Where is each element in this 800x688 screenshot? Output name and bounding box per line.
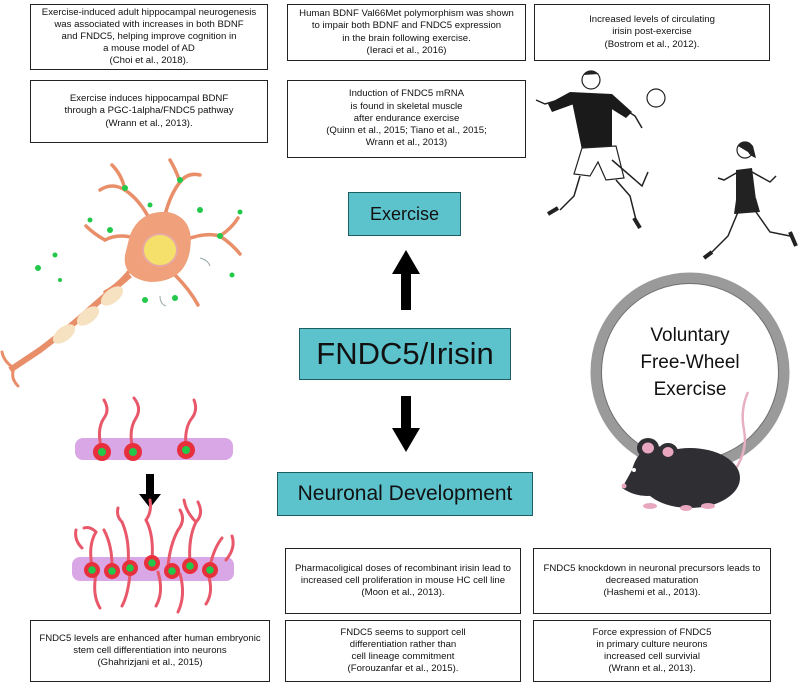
- box-line: (Moon et al., 2013).: [361, 587, 445, 599]
- box-line: (Wrann et al., 2013).: [105, 117, 193, 129]
- box-line: Exercise induces hippocampal BDNF: [69, 93, 229, 105]
- evidence-box-wrann-bdnf: Exercise induces hippocampal BDNF throug…: [30, 80, 268, 143]
- box-line: was associated with increases in both BD…: [54, 18, 244, 30]
- box-line: (Quinn et al., 2015; Tiano et al., 2015;: [326, 125, 487, 137]
- box-line: irisin post-exercise: [612, 26, 692, 38]
- box-line: in primary culture neurons: [596, 638, 708, 650]
- fndc5-irisin-box: FNDC5/Irisin: [299, 328, 511, 380]
- wheel-caption-line: Exercise: [653, 379, 727, 400]
- box-line: differentiation rather than: [349, 638, 457, 650]
- box-line: Induction of FNDC5 mRNA: [348, 88, 465, 100]
- evidence-box-muscle-mrna: Induction of FNDC5 mRNA is found in skel…: [287, 80, 526, 158]
- evidence-box-choi: Exercise-induced adult hippocampal neuro…: [30, 4, 268, 70]
- box-line: Wrann et al., 2013): [365, 137, 448, 149]
- arrow-down-icon: [392, 396, 420, 452]
- mouse-illustration: [621, 391, 750, 511]
- neuronal-development-box: Neuronal Development: [277, 472, 533, 516]
- evidence-box-bostrom: Increased levels of circulating irisin p…: [534, 4, 770, 61]
- box-line: increased cell proliferation in mouse HC…: [300, 574, 506, 586]
- box-line: (Ieraci et al., 2016): [366, 44, 447, 56]
- exercise-label: Exercise: [369, 203, 440, 224]
- box-line: cell lineage commitment: [351, 651, 455, 662]
- arrow-up-icon: [392, 250, 420, 310]
- box-line: (Wrann et al., 2013).: [608, 663, 696, 675]
- box-line: (Hashemi et al., 2013).: [603, 587, 701, 599]
- wheel-caption-line: Voluntary: [650, 325, 730, 346]
- box-line: (Choi et al., 2018).: [109, 55, 189, 67]
- evidence-box-moon: Pharmacoligical doses of recombinant iri…: [285, 548, 521, 614]
- box-line: FNDC5 seems to support cell: [340, 626, 466, 638]
- box-line: (Forouzanfar et al., 2015).: [347, 663, 459, 675]
- evidence-box-hashemi: FNDC5 knockdown in neuronal precursors l…: [533, 548, 771, 614]
- box-line: Exercise-induced adult hippocampal neuro…: [41, 6, 257, 18]
- wheel-caption-line: Free-Wheel: [640, 352, 740, 373]
- box-line: stem cell differentiation into neurons: [73, 644, 227, 656]
- evidence-box-wrann-survival: Force expression of FNDC5 in primary cul…: [533, 620, 771, 682]
- box-line: and FNDC5, helping improve cognition in: [61, 30, 237, 42]
- neuron-illustration: [0, 158, 243, 388]
- box-line: Force expression of FNDC5: [592, 626, 712, 638]
- box-line: to impair both BDNF and FNDC5 expression: [311, 20, 502, 32]
- evidence-box-forouzanfar: FNDC5 seems to support cell differentiat…: [285, 620, 521, 682]
- wheel-caption: Voluntary Free-Wheel Exercise: [600, 322, 780, 403]
- box-line: a mouse model of AD: [103, 43, 195, 55]
- box-line: decreased maturation: [605, 574, 699, 586]
- fndc5-irisin-label: FNDC5/Irisin: [316, 336, 494, 371]
- differentiated-neurons-illustration: [72, 498, 235, 614]
- box-line: Pharmacoligical doses of recombinant iri…: [295, 562, 511, 574]
- box-line: is found in skeletal muscle: [350, 100, 463, 112]
- neuronal-development-label: Neuronal Development: [297, 482, 513, 505]
- precursor-cells-illustration: [75, 396, 233, 461]
- box-line: (Ghahrizjani et al., 2015): [97, 657, 203, 669]
- box-line: after endurance exercise: [353, 112, 460, 124]
- evidence-box-ghahrizjani: FNDC5 levels are enhanced after human em…: [30, 620, 270, 682]
- box-line: through a PGC-1alpha/FNDC5 pathway: [64, 105, 234, 117]
- exercise-box: Exercise: [348, 192, 461, 236]
- box-line: in the brain following exercise.: [342, 32, 471, 44]
- box-line: Increased levels of circulating: [589, 14, 715, 26]
- runner-illustration: [702, 141, 798, 260]
- evidence-box-ieraci: Human BDNF Val66Met polymorphism was sho…: [287, 4, 526, 61]
- box-line: increased cell survivial: [604, 651, 700, 662]
- soccer-player-illustration: [535, 70, 666, 230]
- box-line: FNDC5 knockdown in neuronal precursors l…: [543, 562, 761, 574]
- box-line: (Bostrom et al., 2012).: [604, 38, 700, 50]
- box-line: FNDC5 levels are enhanced after human em…: [39, 632, 261, 644]
- box-line: Human BDNF Val66Met polymorphism was sho…: [299, 8, 514, 20]
